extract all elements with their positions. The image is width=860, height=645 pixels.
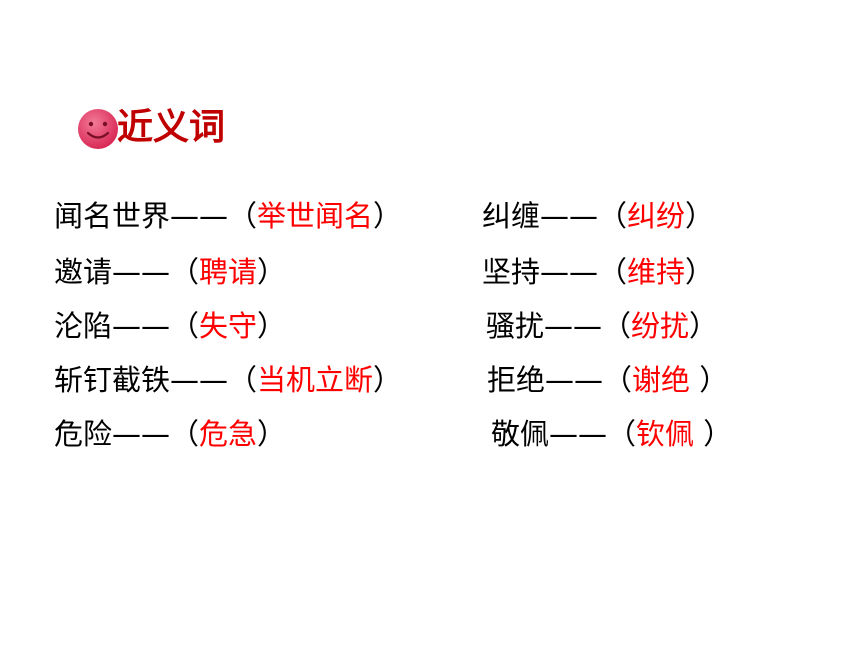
answer: 纷扰 — [631, 309, 690, 343]
open-paren: （ — [228, 363, 258, 397]
list-item: 邀请——（聘请） — [54, 252, 286, 292]
answer: 钦佩 — [636, 417, 704, 451]
word: 敬佩 — [491, 417, 550, 451]
word: 纠缠 — [482, 199, 541, 233]
open-paren: （ — [598, 199, 628, 233]
dash: —— — [540, 255, 599, 289]
dash: —— — [544, 309, 603, 343]
open-paren: （ — [607, 417, 637, 451]
close-paren: ） — [257, 309, 287, 343]
answer: 失守 — [199, 309, 258, 343]
word: 坚持 — [482, 255, 541, 289]
close-paren: ） — [685, 199, 715, 233]
word: 危险 — [54, 417, 113, 451]
close-paren: ） — [257, 255, 287, 289]
open-paren: （ — [170, 417, 200, 451]
list-item: 敬佩——（钦佩 ） — [491, 414, 732, 454]
dash: —— — [170, 363, 229, 397]
word: 邀请 — [54, 255, 113, 289]
close-paren: ） — [685, 255, 715, 289]
answer: 谢绝 — [632, 363, 700, 397]
dash: —— — [549, 417, 608, 451]
open-paren: （ — [170, 309, 200, 343]
section-heading: 近义词 — [77, 104, 277, 152]
word: 拒绝 — [487, 363, 546, 397]
close-paren: ） — [373, 363, 403, 397]
dash: —— — [540, 199, 599, 233]
dash: —— — [170, 199, 229, 233]
open-paren: （ — [598, 255, 628, 289]
list-item: 斩钉截铁——（当机立断） — [54, 360, 402, 400]
dash: —— — [545, 363, 604, 397]
word: 骚扰 — [486, 309, 545, 343]
list-item: 纠缠——（纠纷） — [482, 196, 714, 236]
answer: 纠纷 — [627, 199, 686, 233]
word: 沦陷 — [54, 309, 113, 343]
dash: —— — [112, 309, 171, 343]
answer: 维持 — [627, 255, 686, 289]
close-paren: ） — [257, 417, 287, 451]
answer: 举世闻名 — [257, 199, 374, 233]
open-paren: （ — [228, 199, 258, 233]
list-item: 闻名世界——（举世闻名） — [54, 196, 402, 236]
open-paren: （ — [170, 255, 200, 289]
close-paren: ） — [699, 363, 729, 397]
dash: —— — [112, 255, 171, 289]
list-item: 骚扰——（纷扰） — [486, 306, 718, 346]
close-paren: ） — [689, 309, 719, 343]
close-paren: ） — [373, 199, 403, 233]
list-item: 坚持——（维持） — [482, 252, 714, 292]
list-item: 拒绝——（谢绝 ） — [487, 360, 728, 400]
answer: 危急 — [199, 417, 258, 451]
dash: —— — [112, 417, 171, 451]
list-item: 沦陷——（失守） — [54, 306, 286, 346]
word: 闻名世界 — [54, 199, 171, 233]
word: 斩钉截铁 — [54, 363, 171, 397]
smiley-icon — [78, 109, 118, 149]
answer: 当机立断 — [257, 363, 374, 397]
open-paren: （ — [603, 363, 633, 397]
answer: 聘请 — [199, 255, 258, 289]
open-paren: （ — [602, 309, 632, 343]
list-item: 危险——（危急） — [54, 414, 286, 454]
close-paren: ） — [703, 417, 733, 451]
page-title: 近义词 — [117, 107, 226, 148]
